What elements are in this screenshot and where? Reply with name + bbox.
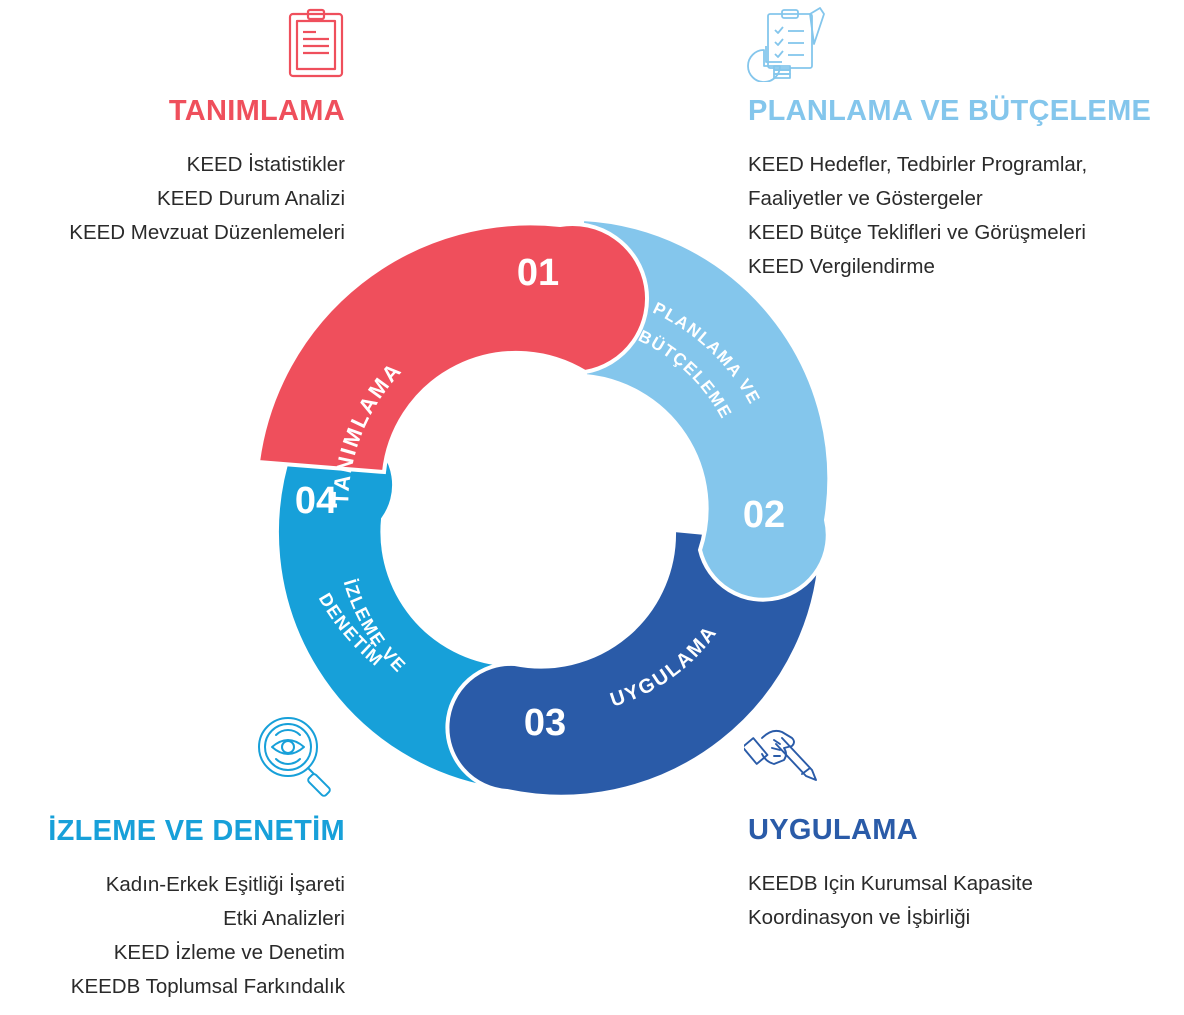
section-tanimlama: TANIMLAMA KEED İstatistikler KEED Durum … <box>69 97 345 250</box>
list-item: Koordinasyon ve İşbirliği <box>748 906 971 929</box>
segment-uygulama <box>445 527 824 799</box>
list-item: KEED Bütçe Teklifleri ve Görüşmeleri <box>748 221 1086 244</box>
section-items-planlama: KEED Hedefler, Tedbirler Programlar, Faa… <box>748 148 1151 284</box>
list-item: Etki Analizleri <box>223 907 345 930</box>
segment-number-03: 03 <box>524 702 566 744</box>
list-item: KEEDB Toplumsal Farkındalık <box>70 975 345 998</box>
section-items-uygulama: KEEDB Için Kurumsal Kapasite Koordinasyo… <box>748 867 1033 935</box>
clipboard-icon <box>288 8 344 78</box>
checklist-chart-icon <box>747 7 825 82</box>
section-items-izleme: Kadın-Erkek Eşitliği İşareti Etki Analiz… <box>48 868 345 1004</box>
list-item: KEED İzleme ve Denetim <box>113 941 345 964</box>
list-item: Kadın-Erkek Eşitliği İşareti <box>105 873 345 896</box>
section-items-tanimlama: KEED İstatistikler KEED Durum Analizi KE… <box>69 148 345 250</box>
list-item: KEED Mevzuat Düzenlemeleri <box>69 221 345 244</box>
list-item: KEED Hedefler, Tedbirler Programlar, <box>748 153 1088 176</box>
list-item: KEEDB Için Kurumsal Kapasite <box>748 872 1033 895</box>
section-uygulama: UYGULAMA KEEDB Için Kurumsal Kapasite Ko… <box>748 816 1033 935</box>
list-item: KEED İstatistikler <box>186 153 345 176</box>
list-item: KEED Vergilendirme <box>748 255 935 278</box>
section-title-uygulama: UYGULAMA <box>748 814 918 846</box>
segment-number-02: 02 <box>743 494 785 536</box>
list-item: KEED Durum Analizi <box>157 187 345 210</box>
section-title-izleme: İZLEME VE DENETİM <box>48 815 345 847</box>
hand-pen-icon <box>744 729 817 781</box>
magnifier-eye-icon <box>258 717 331 797</box>
section-title-planlama: PLANLAMA VE BÜTÇELEME <box>748 95 1152 127</box>
section-izleme: İZLEME VE DENETİM Kadın-Erkek Eşitliği İ… <box>48 817 345 1004</box>
section-title-tanimlama: TANIMLAMA <box>168 95 345 127</box>
segment-tanimlama <box>255 221 650 475</box>
segment-number-04: 04 <box>295 480 337 522</box>
segment-number-01: 01 <box>517 252 559 294</box>
section-planlama: PLANLAMA VE BÜTÇELEME KEED Hedefler, Ted… <box>748 97 1151 284</box>
list-item: Faaliyetler ve Göstergeler <box>748 187 983 210</box>
